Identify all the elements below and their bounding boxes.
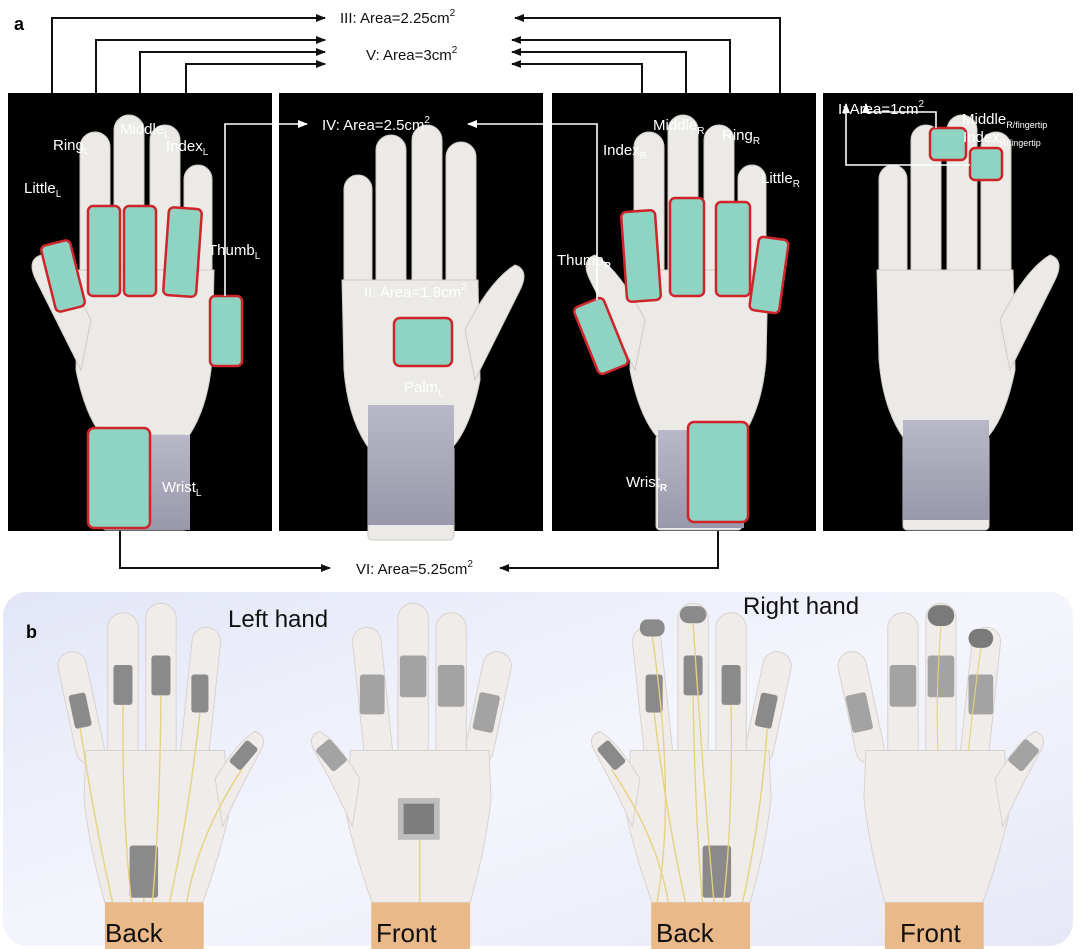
view-label-right-back: Back [656,918,715,948]
sensors-left-front [394,318,452,366]
svg-text:PalmL: PalmL [404,379,443,398]
left-hand-title: Left hand [228,606,328,633]
panel-b-letter: b [26,622,37,642]
view-label-right-front: Front [900,918,961,948]
area-label-I: I: Area=1cm2 [838,99,924,118]
labels-left-front: PalmL [404,379,443,398]
panel-a-letter: a [14,14,25,34]
view-label-left-front: Front [376,918,437,948]
area-label-III: III: Area=2.25cm2 [340,8,456,27]
area-label-V: V: Area=3cm2 [366,45,458,64]
right-hand-title: Right hand [743,593,859,620]
area-label-II: II: Area=1.8cm2 [364,282,467,301]
area-label-VI: VI: Area=5.25cm2 [356,559,473,578]
area-label-IV: IV: Area=2.5cm2 [322,115,430,134]
view-label-left-back: Back [105,918,164,948]
